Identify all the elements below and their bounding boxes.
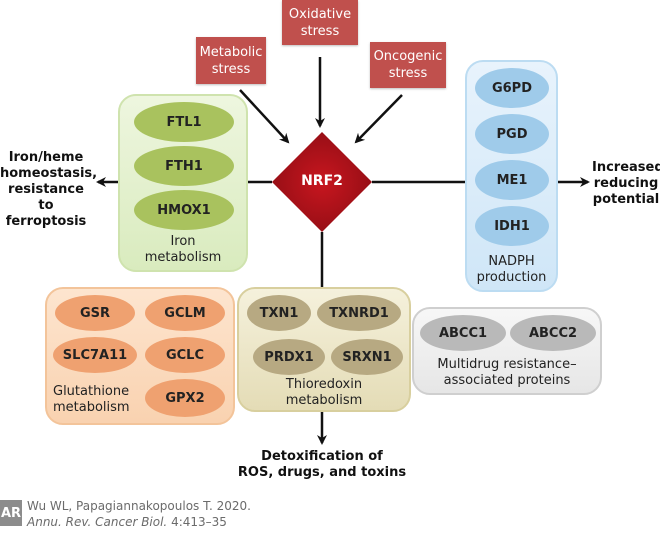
group-label-multidrug: Multidrug resistance–associated proteins xyxy=(437,357,577,388)
nrf2-label: NRF2 xyxy=(301,173,343,189)
gene-prdx1: PRDX1 xyxy=(253,339,325,375)
arrow-metabolic-to-nrf2 xyxy=(239,89,290,144)
outcome-iron-heme: Iron/heme homeostasis, resistance to fer… xyxy=(0,150,98,229)
gene-fth1: FTH1 xyxy=(134,146,234,186)
gene-slc7a11: SLC7A11 xyxy=(53,337,137,373)
gene-srxn1: SRXN1 xyxy=(331,339,403,375)
gene-gsr: GSR xyxy=(55,295,135,331)
gene-ftl1: FTL1 xyxy=(134,102,234,142)
gene-me1: ME1 xyxy=(475,160,549,200)
outcome-detoxification: Detoxification of ROS, drugs, and toxins xyxy=(237,449,407,480)
gene-txnrd1: TXNRD1 xyxy=(317,295,401,331)
nrf2-node xyxy=(272,132,372,232)
outcome-reducing-potential: Increased reducing potential xyxy=(592,160,660,207)
gene-pgd: PGD xyxy=(475,114,549,154)
gene-gclm: GCLM xyxy=(145,295,225,331)
arrow-oncogenic-to-nrf2 xyxy=(354,94,403,144)
gene-hmox1: HMOX1 xyxy=(134,190,234,230)
gene-txn1: TXN1 xyxy=(247,295,311,331)
group-multidrug-resistance: ABCC1 ABCC2 Multidrug resistance–associa… xyxy=(412,307,602,395)
gene-idh1: IDH1 xyxy=(475,206,549,246)
annual-reviews-logo: AR xyxy=(0,500,22,526)
gene-g6pd: G6PD xyxy=(475,68,549,108)
gene-gclc: GCLC xyxy=(145,337,225,373)
citation: Wu WL, Papagiannakopoulos T. 2020. Annu.… xyxy=(27,499,251,529)
gene-gpx2: GPX2 xyxy=(145,379,225,417)
gene-abcc2: ABCC2 xyxy=(510,315,596,351)
gene-abcc1: ABCC1 xyxy=(420,315,506,351)
